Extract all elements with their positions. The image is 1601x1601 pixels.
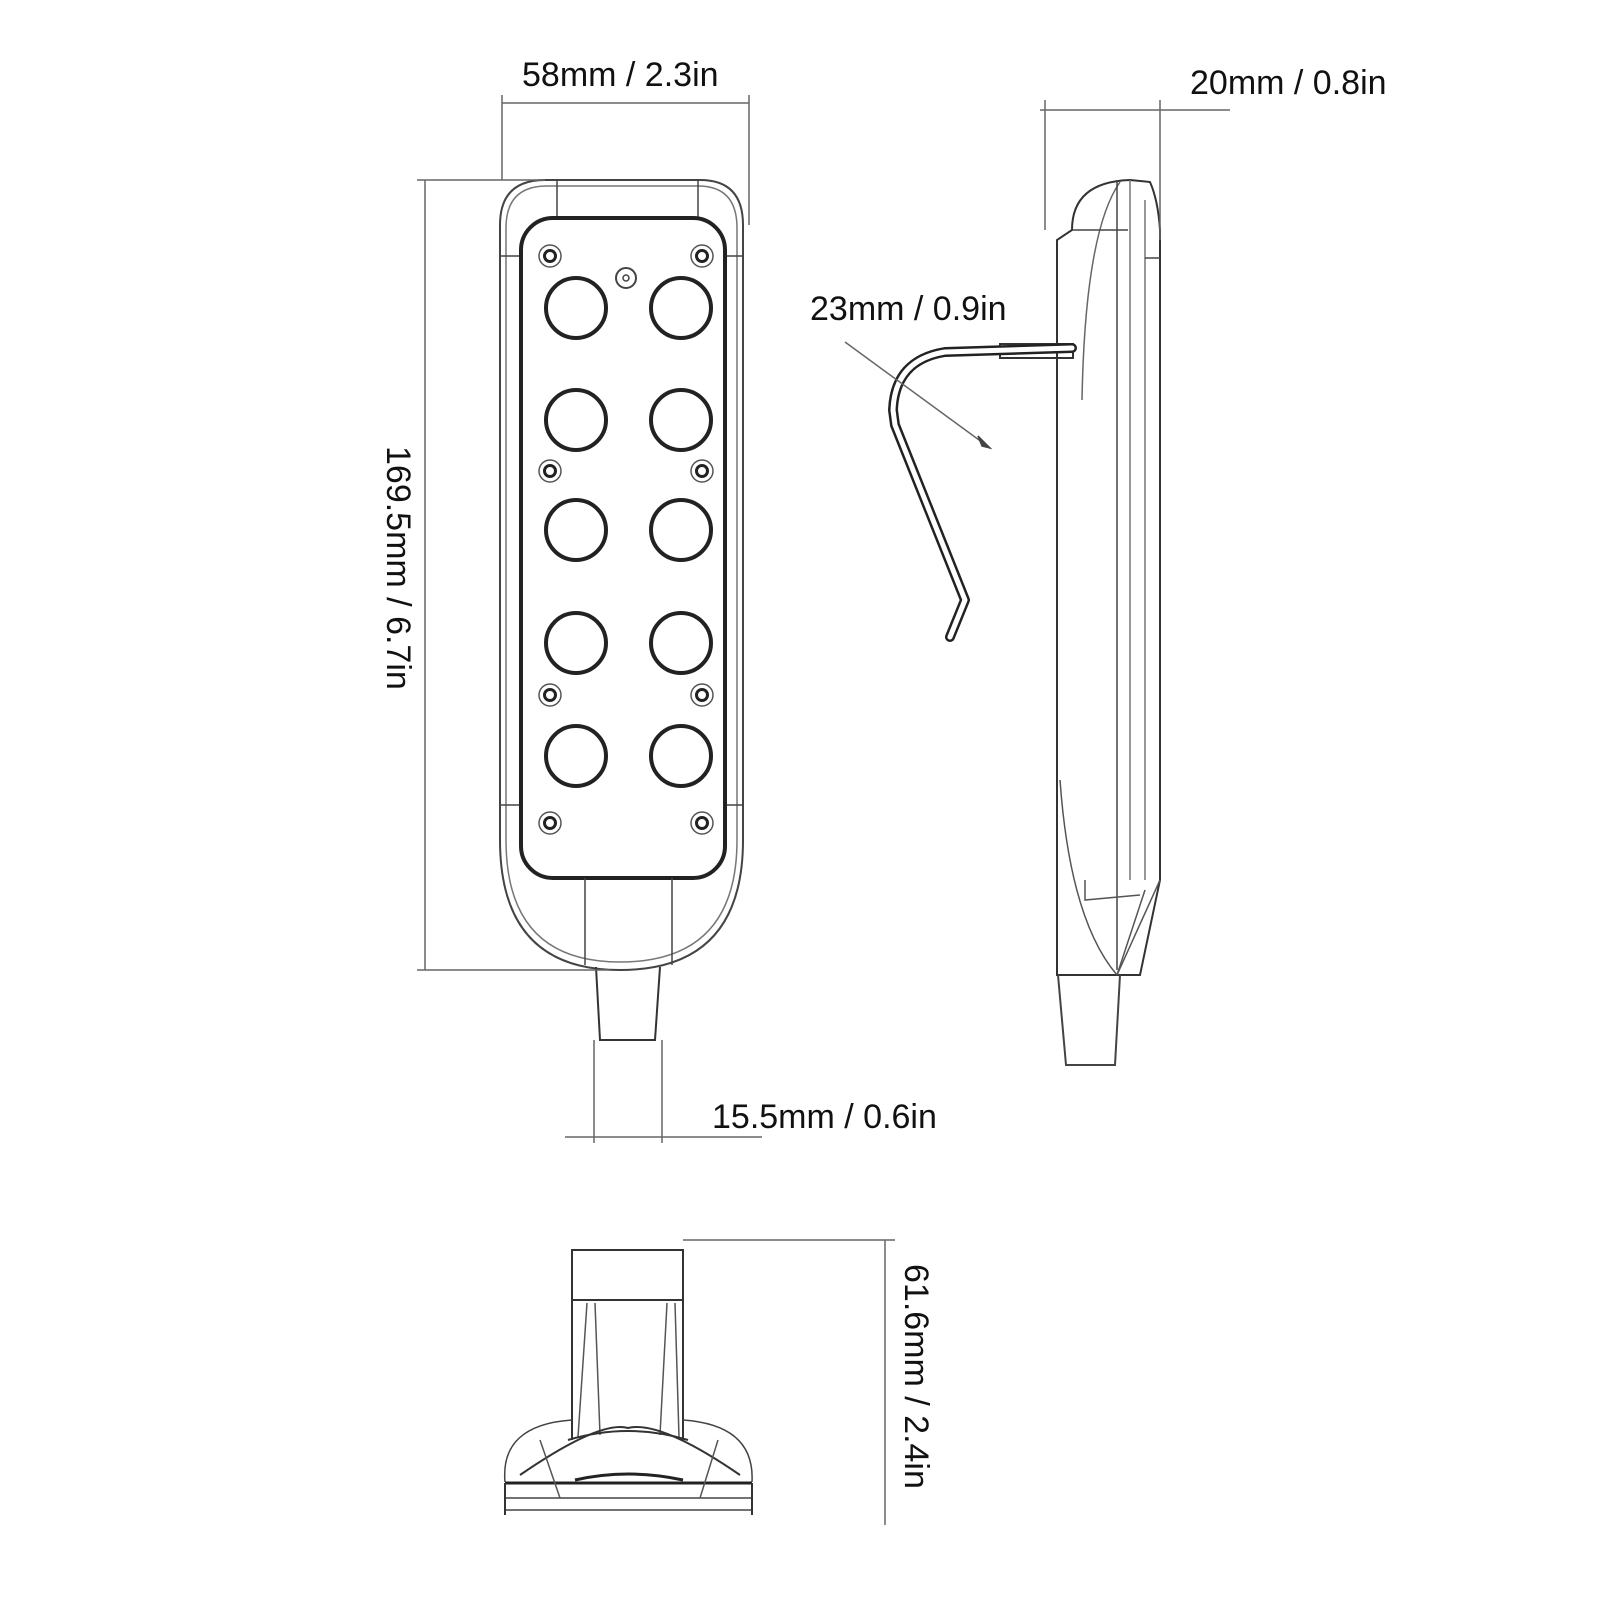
height-dimension-label: 169.5mm / 6.7in — [379, 446, 417, 690]
side-view — [888, 178, 1161, 1066]
front-dimension-lines — [417, 95, 762, 1143]
front-view — [499, 179, 744, 1041]
cable-width-dimension-label: 15.5mm / 0.6in — [712, 1098, 937, 1136]
led-indicator-icon — [615, 267, 637, 289]
bottom-dimension-lines — [683, 1239, 895, 1525]
bottom-view — [503, 1249, 753, 1515]
width-dimension-label: 58mm / 2.3in — [522, 56, 719, 94]
bottom-height-dimension-label: 61.6mm / 2.4in — [897, 1264, 935, 1489]
clip-dimension-label: 23mm / 0.9in — [810, 290, 1007, 328]
side-dimension-lines — [844, 100, 1230, 450]
thickness-dimension-label: 20mm / 0.8in — [1190, 64, 1387, 102]
